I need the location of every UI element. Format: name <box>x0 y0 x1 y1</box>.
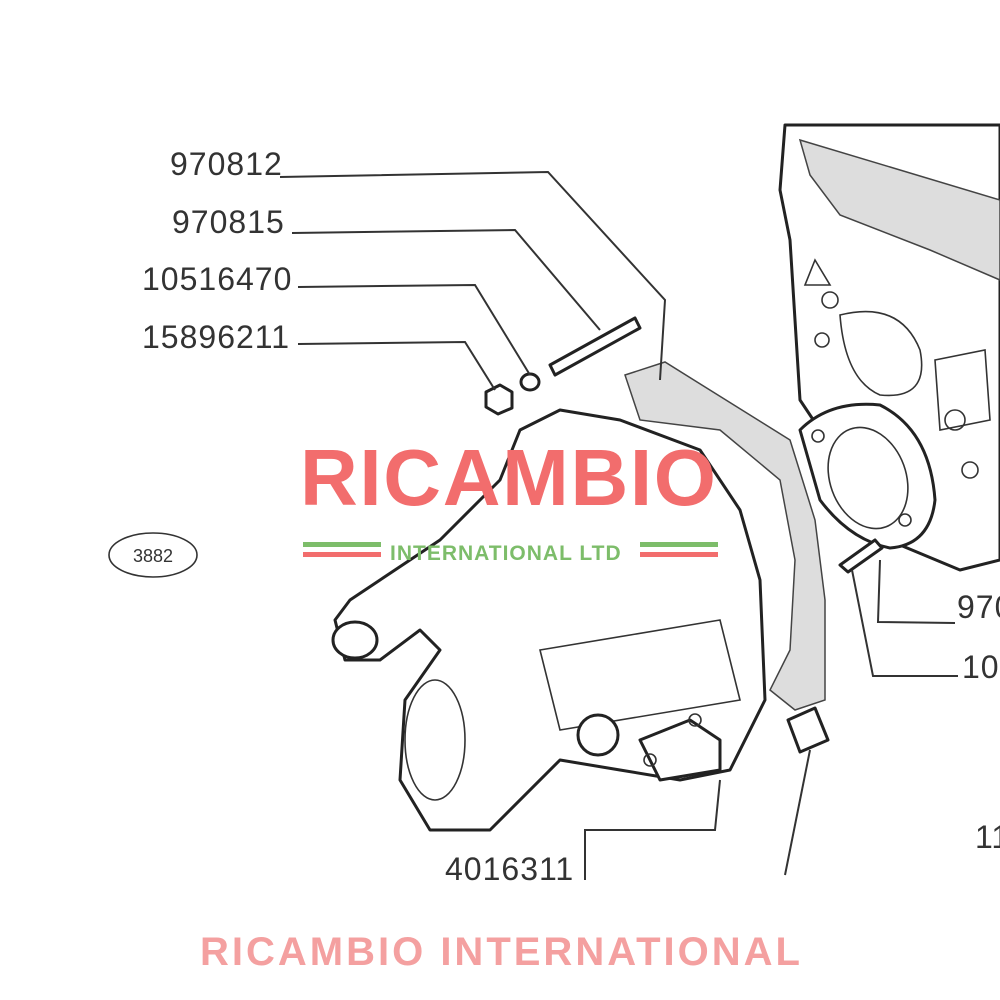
washer <box>519 372 541 392</box>
figure-ref-label: 3882 <box>133 546 173 566</box>
screw <box>838 538 884 574</box>
bushing <box>786 706 830 754</box>
leader-lines <box>279 170 958 880</box>
gasket <box>624 361 826 711</box>
flange <box>798 402 937 550</box>
engine-block <box>778 123 1000 572</box>
part-label-103-cropped: 103 <box>962 649 1000 685</box>
stud <box>548 316 642 377</box>
nut <box>484 383 514 416</box>
part-label-970812: 970812 <box>170 146 283 182</box>
part-label-4016311: 4016311 <box>445 851 574 887</box>
distributor-housing <box>331 408 767 832</box>
watermark-diagonal: RICAMBIO INTERNATIONAL <box>200 930 803 974</box>
part-label-11-cropped: 11 <box>975 819 1000 855</box>
part-label-970-cropped: 970 <box>957 589 1000 625</box>
part-label-15896211: 15896211 <box>142 319 290 355</box>
watermark-logo: RICAMBIO INTERNATIONAL LTD RICAMBIO INTE… <box>200 433 803 974</box>
part-label-10516470: 10516470 <box>142 261 292 297</box>
watermark-brand: RICAMBIO <box>300 433 720 522</box>
figure-ref-oval <box>108 532 198 578</box>
watermark-tagline: INTERNATIONAL LTD <box>390 542 622 565</box>
part-label-970815: 970815 <box>172 204 285 240</box>
